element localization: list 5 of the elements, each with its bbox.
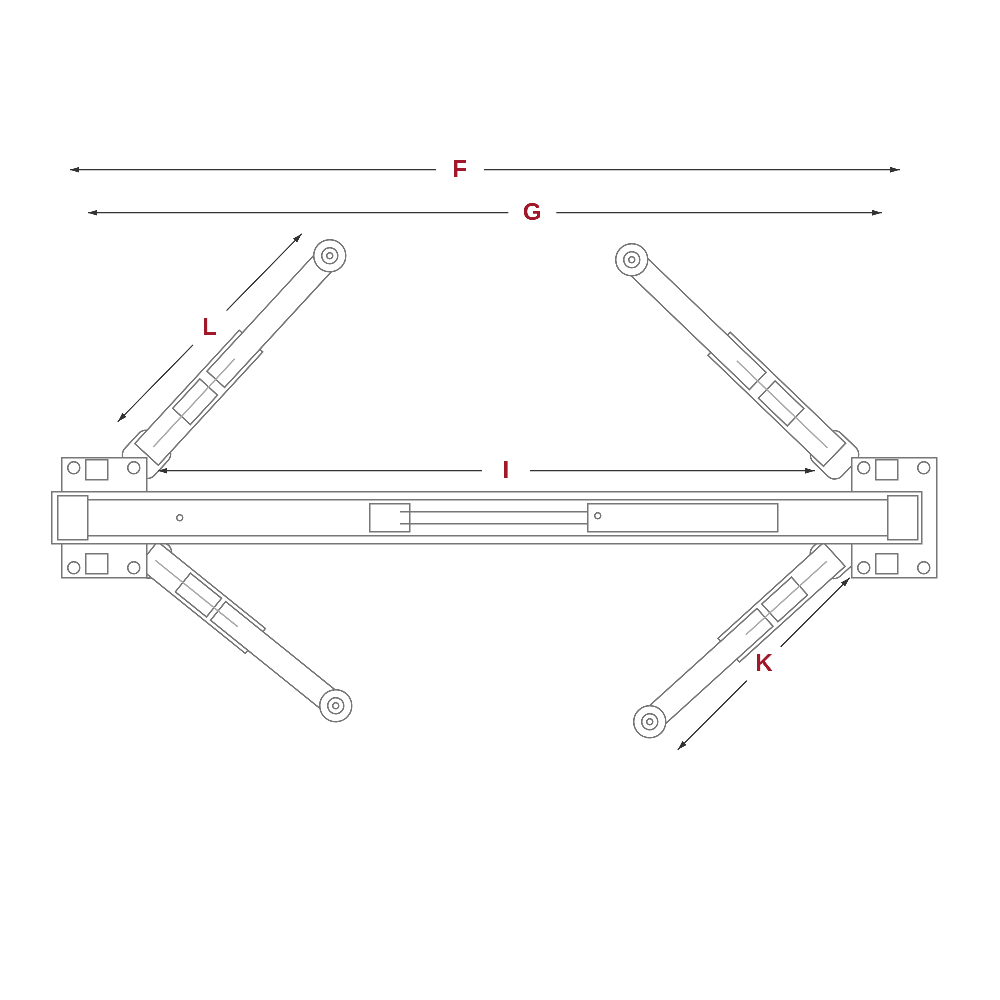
dimension-letter: G [523,201,542,225]
dimension-letter: I [502,459,510,483]
dimension-letter: K [756,652,773,676]
dimension-letter: L [202,316,218,340]
dimension-letter: F [452,158,468,182]
